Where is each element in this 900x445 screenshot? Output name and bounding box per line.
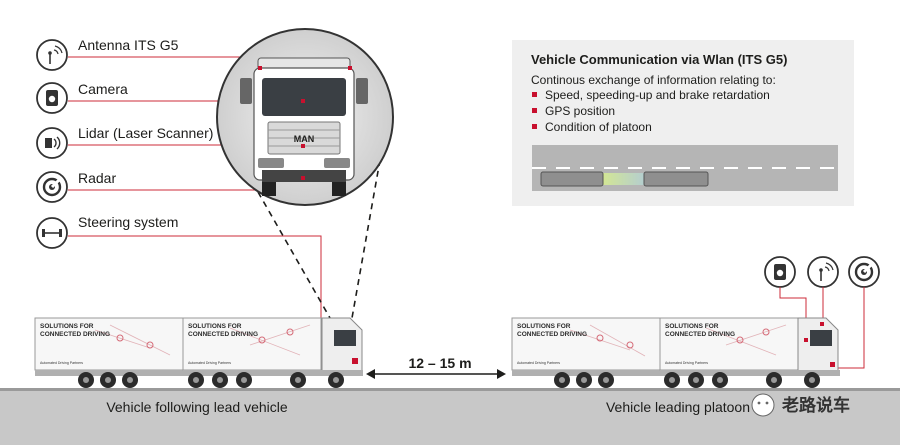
zoom-circle: MAN (216, 28, 394, 206)
camera-icon (764, 256, 796, 288)
trailer-small: Automated Driving Partners (517, 361, 560, 365)
zoom-line-left (257, 191, 331, 319)
leading-truck-topview (643, 171, 709, 187)
road-edge (0, 388, 900, 391)
trailer-text: CONNECTED DRIVING (40, 331, 110, 338)
panel-bullet: Condition of platoon (545, 120, 652, 134)
following-truck-topview (540, 171, 604, 187)
legend-label-camera: Camera (78, 81, 128, 97)
trailer-text: CONNECTED DRIVING (188, 331, 258, 338)
trailer: SOLUTIONS FOR CONNECTED DRIVING Automate… (182, 317, 322, 371)
caption-following: Vehicle following lead vehicle (106, 399, 288, 415)
antenna-icon (36, 39, 68, 71)
trailer-text: SOLUTIONS FOR (40, 323, 94, 330)
trailer-small: Automated Driving Partners (40, 361, 83, 365)
trailer-text: SOLUTIONS FOR (665, 323, 719, 330)
panel-title: Vehicle Communication via Wlan (ITS G5) (531, 52, 787, 67)
antenna-icon (807, 256, 839, 288)
camera-icon (36, 82, 68, 114)
legend-label-lidar: Lidar (Laser Scanner) (78, 125, 213, 141)
legend-label-antenna: Antenna ITS G5 (78, 37, 179, 53)
truck-brand: MAN (294, 134, 315, 144)
panel-intro: Continous exchange of information relati… (531, 73, 776, 87)
watermark-text: 老路说车 (781, 395, 850, 415)
bullet-marker (532, 108, 537, 113)
cab (797, 317, 839, 373)
road-strip (532, 145, 838, 191)
wechat-icon (751, 393, 775, 417)
legend (36, 39, 68, 249)
cab (321, 317, 363, 373)
ground (0, 390, 900, 445)
lidar-icon (36, 127, 68, 159)
trailer-small: Automated Driving Partners (665, 361, 708, 365)
info-panel: Vehicle Communication via Wlan (ITS G5) … (512, 40, 854, 206)
steering-icon (36, 217, 68, 249)
leading-truck: SOLUTIONS FOR CONNECTED DRIVING Automate… (511, 317, 840, 388)
distance-marker: 12 – 15 m (366, 355, 506, 379)
trailer-text: CONNECTED DRIVING (517, 331, 587, 338)
trailer-text: SOLUTIONS FOR (188, 323, 242, 330)
radar-icon (36, 171, 68, 203)
lead-sensor-icons (764, 256, 880, 369)
trailer-text: CONNECTED DRIVING (665, 331, 735, 338)
panel-bullet: GPS position (545, 104, 615, 118)
trailer-text: SOLUTIONS FOR (517, 323, 571, 330)
trailer-small: Automated Driving Partners (188, 361, 231, 365)
watermark: 老路说车 (751, 393, 850, 417)
following-truck: SOLUTIONS FOR CONNECTED DRIVING Automate… (34, 317, 363, 388)
legend-label-steering: Steering system (78, 214, 178, 230)
trailer: SOLUTIONS FOR CONNECTED DRIVING Automate… (34, 317, 184, 388)
truck-front: MAN (240, 57, 368, 196)
panel-bullet: Speed, speeding-up and brake retardation (545, 88, 770, 102)
zoom-line-right (351, 159, 381, 319)
bullet-marker (532, 124, 537, 129)
trailer: SOLUTIONS FOR CONNECTED DRIVING Automate… (511, 317, 661, 388)
legend-label-radar: Radar (78, 170, 116, 186)
distance-label: 12 – 15 m (408, 355, 471, 371)
radar-icon (848, 256, 880, 288)
caption-leading: Vehicle leading platoon (606, 399, 750, 415)
trailer: SOLUTIONS FOR CONNECTED DRIVING Automate… (659, 317, 799, 371)
bullet-marker (532, 92, 537, 97)
